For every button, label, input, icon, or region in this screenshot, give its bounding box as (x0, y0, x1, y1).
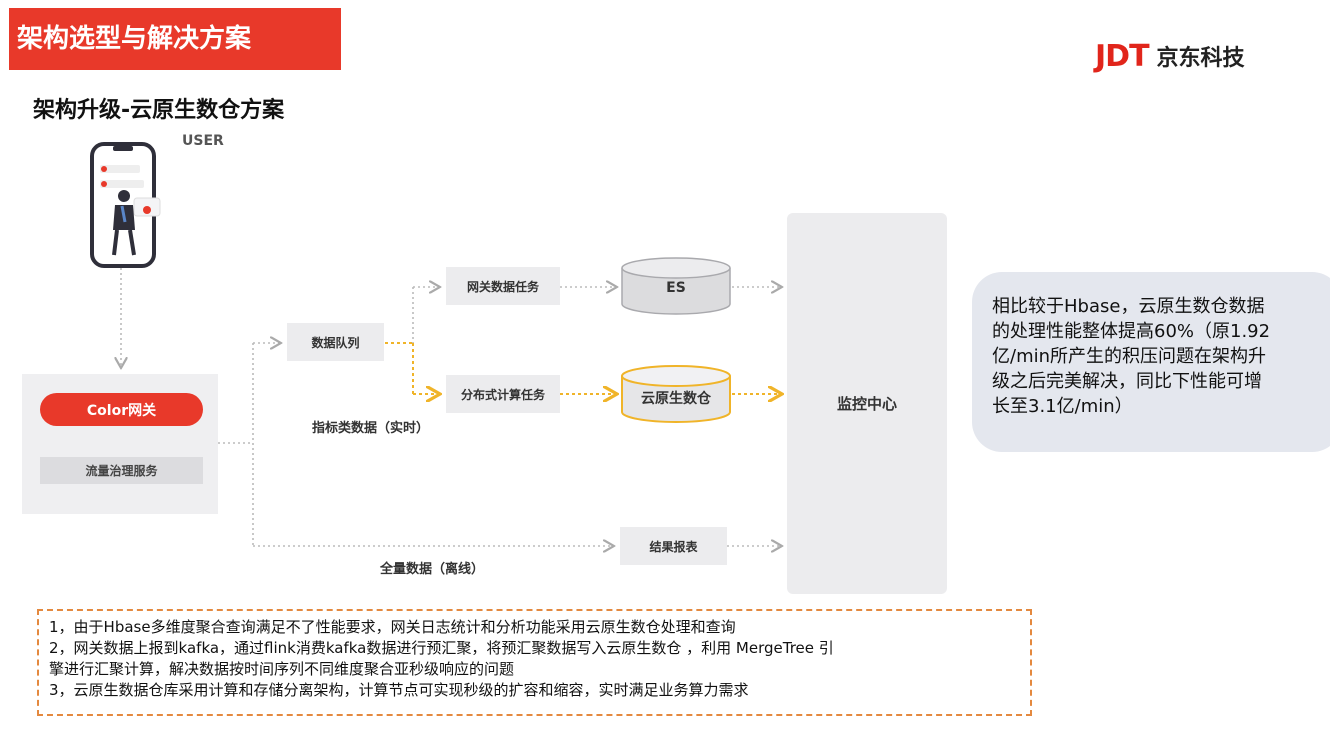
user-phone-illustration (90, 142, 161, 268)
notes-box: 1，由于Hbase多维度聚合查询满足不了性能要求，网关日志统计和分析功能采用云原… (37, 609, 1032, 716)
cloud-dw-label: 云原生数仓 (641, 391, 711, 407)
note-item: 擎进行汇聚计算，解决数据按时间序列不同维度聚合亚秒级响应的问题 (49, 660, 515, 678)
callout-line: 级之后完美解决，同比下性能可增 (992, 371, 1262, 392)
jdt-logo: JDT 京东科技 (1095, 38, 1245, 74)
distributed-compute-task-box: 分布式计算任务 (446, 375, 560, 413)
monitoring-center: 监控中心 (787, 213, 947, 594)
logo-name: 京东科技 (1156, 46, 1245, 71)
realtime-data-label: 指标类数据（实时） (312, 421, 430, 436)
logo-brand: JDT (1095, 38, 1150, 74)
user-label: USER (182, 133, 224, 149)
color-gateway-button[interactable]: Color网关 (40, 393, 203, 426)
cloud-dw-database-icon (621, 365, 731, 423)
offline-data-label: 全量数据（离线） (380, 562, 485, 577)
performance-callout: 相比较于Hbase，云原生数仓数据 的处理性能整体提高60%（原1.92 亿/m… (972, 272, 1330, 452)
es-label: ES (666, 280, 686, 296)
gateway-data-task-box: 网关数据任务 (446, 267, 560, 305)
section-title: 架构选型与解决方案 (9, 8, 341, 70)
page-subtitle: 架构升级-云原生数仓方案 (33, 98, 285, 123)
callout-line: 的处理性能整体提高60%（原1.92 (992, 321, 1271, 342)
callout-line: 相比较于Hbase，云原生数仓数据 (992, 296, 1265, 317)
note-item: 2，网关数据上报到kafka，通过flink消费kafka数据进行预汇聚，将预汇… (49, 639, 834, 657)
callout-line: 亿/min所产生的积压问题在架构升 (992, 346, 1267, 367)
result-report-box: 结果报表 (620, 527, 727, 565)
traffic-governance-service: 流量治理服务 (40, 457, 203, 484)
data-queue-box: 数据队列 (287, 323, 384, 361)
es-database-icon (621, 257, 731, 315)
callout-line: 长至3.1亿/min） (992, 396, 1133, 417)
note-item: 1，由于Hbase多维度聚合查询满足不了性能要求，网关日志统计和分析功能采用云原… (49, 618, 736, 636)
note-item: 3，云原生数据仓库采用计算和存储分离架构，计算节点可实现秒级的扩容和缩容，实时满… (49, 681, 749, 699)
